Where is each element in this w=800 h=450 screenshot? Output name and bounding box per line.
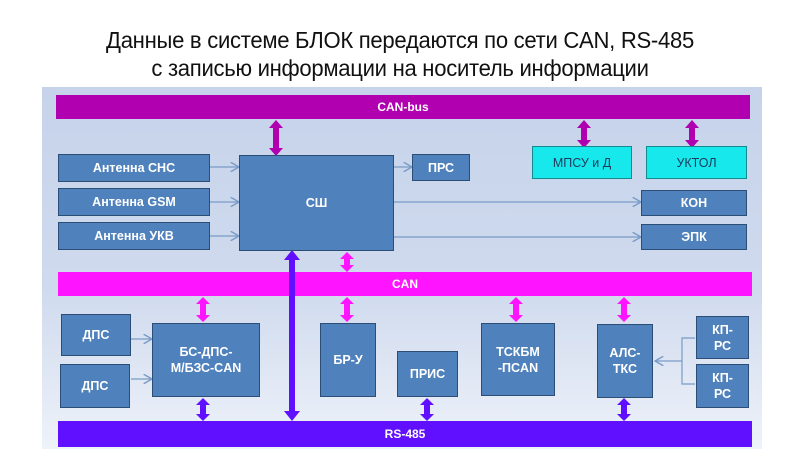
block-antenna-ukv: Антенна УКВ [58,222,210,250]
bs-dps-label-1: БС-ДПС- [179,345,233,359]
prs-label: ПРС [427,160,455,175]
block-kon: КОН [641,190,747,216]
uktol-label: УКТОЛ [676,155,717,170]
mpsu-label: МПСУ и Д [552,155,612,170]
rs485-label: RS-485 [384,427,426,441]
als-tks-label-1: АЛС- [609,346,641,360]
kp-rs-2-label-2: РС [713,387,732,401]
dps-1-label: ДПС [82,328,110,342]
block-ssh: СШ [239,155,394,251]
br-u-label: БР-У [333,353,363,367]
antenna-snc-label: Антенна СНС [92,161,176,175]
antenna-ukv-label: Антенна УКВ [94,229,174,243]
ssh-label: СШ [305,196,328,210]
block-tskbm: ТСКБМ -ПCAN [481,323,555,396]
pris-label: ПРИС [409,367,446,381]
kp-rs-2-label-1: КП- [712,371,733,385]
block-antenna-snc: Антенна СНС [58,154,210,182]
title-line-2: с записью информации на носитель информа… [151,55,649,81]
block-uktol: УКТОЛ [646,146,747,179]
block-kp-rs-2: КП- РС [696,364,749,408]
kp-rs-1-label-2: РС [713,338,732,353]
kp-rs-1-label-1: КП- [712,322,733,337]
block-br-u: БР-У [320,323,376,397]
bs-dps-label-2: М/БЗС-CAN [170,361,242,375]
block-epk: ЭПК [641,224,747,250]
can-bus-line: CAN-bus [56,95,750,119]
tskbm-label-1: ТСКБМ [496,344,540,359]
als-tks-label-2: ТКС [612,362,638,376]
tskbm-label-2: -ПCAN [497,360,539,375]
can-line: CAN [58,272,752,296]
block-antenna-gsm: Антенна GSM [58,188,210,216]
block-mpsu: МПСУ и Д [532,146,632,179]
dps-2-label: ДПС [81,379,109,393]
block-kp-rs-1: КП- РС [696,316,749,359]
block-pris: ПРИС [397,351,458,397]
can-bus-label: CAN-bus [377,100,429,114]
antenna-gsm-label: Антенна GSM [92,195,176,209]
block-prs: ПРС [412,154,470,181]
block-bs-dps: БС-ДПС- М/БЗС-CAN [152,323,260,397]
can-label: CAN [392,277,418,291]
rs485-line: RS-485 [58,421,752,447]
block-als-tks: АЛС- ТКС [597,324,653,398]
kon-label: КОН [680,196,708,210]
block-dps-1: ДПС [61,314,131,356]
slide-title: Данные в системе БЛОК передаются по сети… [16,26,784,82]
block-dps-2: ДПС [60,364,130,408]
epk-label: ЭПК [681,230,707,244]
title-line-1: Данные в системе БЛОК передаются по сети… [106,27,694,53]
